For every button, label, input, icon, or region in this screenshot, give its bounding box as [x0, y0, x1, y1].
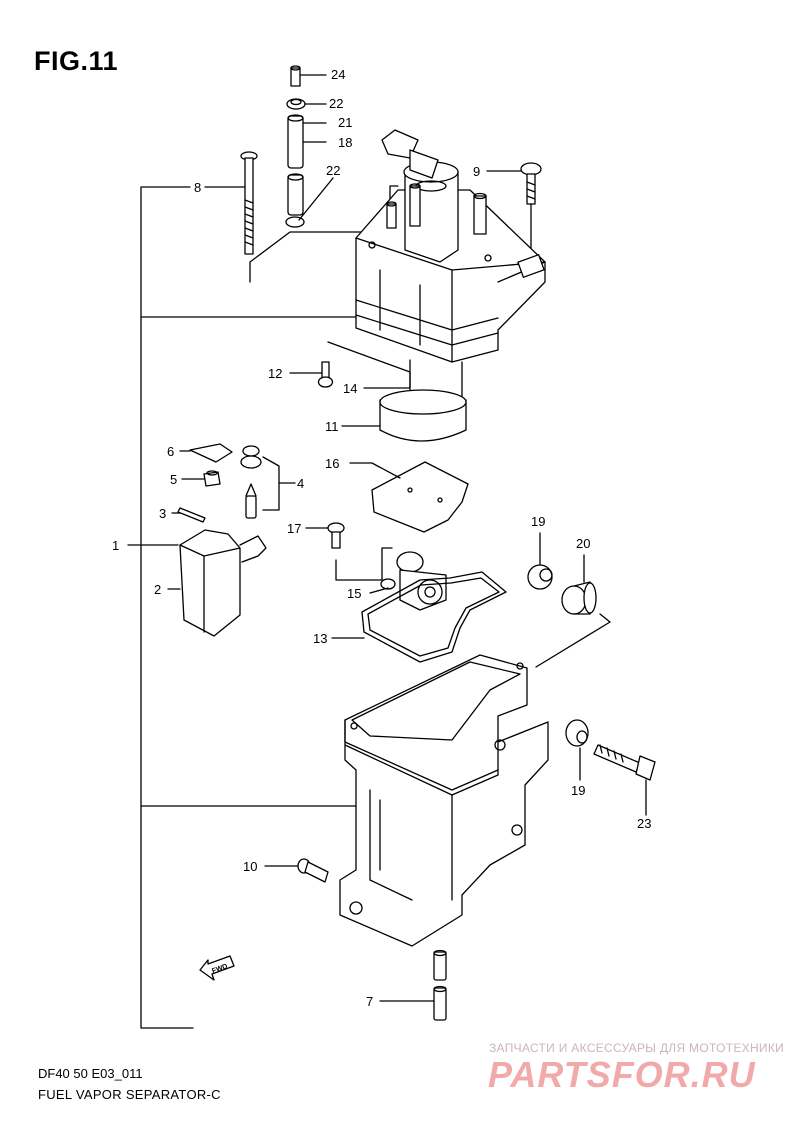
callout-17: 17 — [287, 521, 301, 536]
part-24-fitting — [290, 65, 327, 87]
callout-labels: 24 22 21 18 22 8 9 12 14 11 6 16 5 4 3 1… — [112, 67, 651, 1009]
callout-13: 13 — [313, 631, 327, 646]
part-13-gasket — [331, 571, 507, 663]
figure-caption: FUEL VAPOR SEPARATOR-C — [38, 1087, 221, 1102]
callout-11: 11 — [325, 419, 339, 434]
callout-3: 3 — [159, 506, 166, 521]
part-19-grommet-lower — [565, 719, 589, 781]
part-7-pin — [379, 949, 447, 1021]
callout-2: 2 — [154, 582, 161, 597]
part-20-bushing — [535, 554, 611, 668]
part-23-bolt — [593, 744, 656, 816]
callout-15: 15 — [347, 586, 361, 601]
part-12-screw — [289, 361, 334, 388]
part-15-valve — [369, 551, 447, 611]
part-3-pin — [171, 507, 206, 523]
callout-19-top: 19 — [531, 514, 545, 529]
figure-code: DF40 50 E03_011 — [38, 1066, 143, 1081]
part-16-gasket — [349, 461, 469, 533]
figure-title: FIG.11 — [34, 46, 119, 76]
callout-1: 1 — [112, 538, 119, 553]
part-8-bolt — [204, 151, 258, 255]
leader-14 — [327, 341, 411, 389]
callout-24: 24 — [331, 67, 345, 82]
callout-7: 7 — [366, 994, 373, 1009]
part-10-screw — [264, 858, 329, 883]
callout-20: 20 — [576, 536, 590, 551]
callout-22-lower: 22 — [326, 163, 340, 178]
callout-4: 4 — [297, 476, 304, 491]
callout-8: 8 — [194, 180, 201, 195]
callout-23: 23 — [637, 816, 651, 831]
part-22-clamp-lower — [249, 177, 399, 283]
part-4-needle-valve — [240, 445, 296, 519]
callout-22-top: 22 — [329, 96, 343, 111]
fwd-arrow-icon — [199, 955, 235, 981]
callout-10: 10 — [243, 859, 257, 874]
assembly-bracket-1 — [127, 186, 357, 1029]
part-5-nut — [181, 470, 221, 487]
part-18-hose — [287, 114, 327, 216]
callout-18: 18 — [338, 135, 352, 150]
part-2-float — [167, 529, 267, 637]
part-19-grommet — [527, 532, 553, 590]
callout-6: 6 — [167, 444, 174, 459]
watermark-tagline: ЗАПЧАСТИ И АКСЕССУАРЫ ДЛЯ МОТОТЕХНИКИ — [489, 1041, 785, 1055]
callout-19-lower: 19 — [571, 783, 585, 798]
part-6-clip — [179, 443, 233, 463]
callout-5: 5 — [170, 472, 177, 487]
separator-upper-housing — [355, 129, 546, 363]
part-17-screw — [305, 522, 393, 581]
separator-lower-housing — [339, 654, 549, 947]
part-22-clamp-top — [286, 98, 327, 110]
callout-12: 12 — [268, 366, 282, 381]
callout-16: 16 — [325, 456, 339, 471]
part-11-pump — [341, 359, 467, 442]
callout-21: 21 — [338, 115, 352, 130]
callout-14: 14 — [343, 381, 357, 396]
watermark-logo: PARTSFOR.RU — [488, 1054, 756, 1095]
callout-9: 9 — [473, 164, 480, 179]
